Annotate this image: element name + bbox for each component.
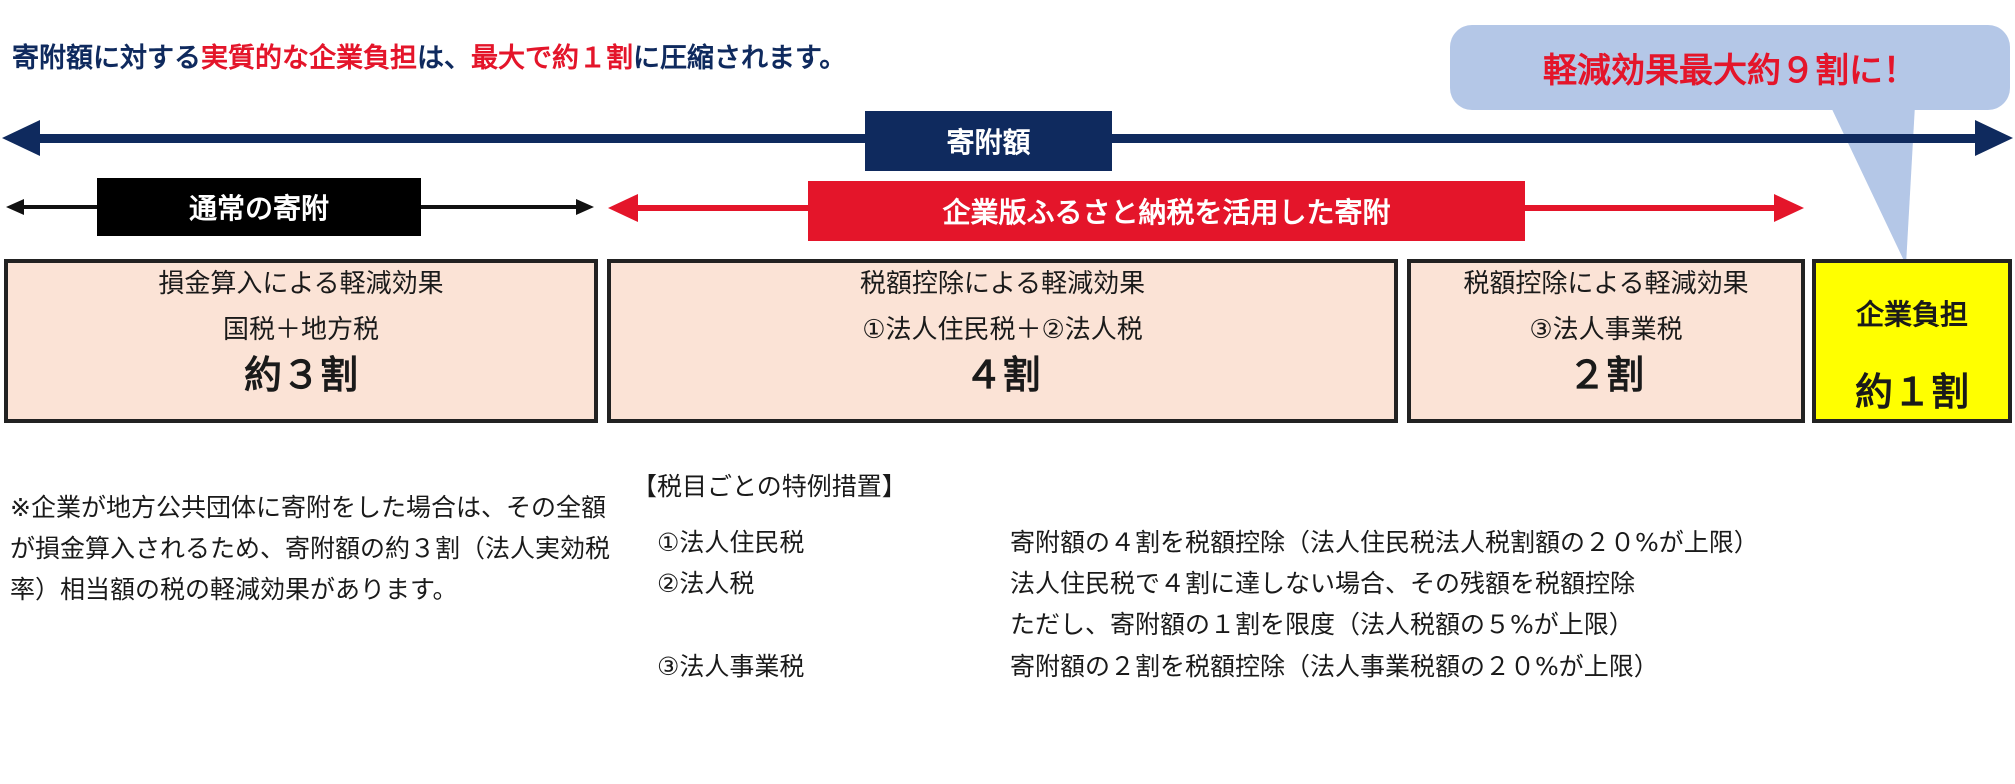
- box-3-value: ２割: [1567, 353, 1644, 397]
- box-1-line2: 国税＋地方税: [222, 315, 379, 345]
- box-tax-credit-3: 税額控除による軽減効果 ③法人事業税 ２割: [1407, 259, 1805, 423]
- box-2-line2: ①法人住民税＋②法人税: [862, 315, 1143, 345]
- measure-desc-2: 法人住民税で４割に達しない場合、その残額を税額控除: [1010, 569, 1636, 598]
- callout-text: 軽減効果最大約９割に！: [1543, 51, 1917, 91]
- headline-part-2: 実質的な企業負担: [201, 43, 417, 74]
- footnote: ※企業が地方公共団体に寄附をした場合は、その全額が損金算入されるため、寄附額の約…: [10, 493, 611, 604]
- burden-label: 企業負担: [1855, 298, 1968, 331]
- box-2-line1: 税額控除による軽減効果: [859, 269, 1146, 299]
- measure-desc-1: 寄附額の４割を税額控除（法人住民税法人税割額の２０%が上限）: [1010, 528, 1759, 557]
- burden-value: 約１割: [1854, 370, 1969, 414]
- box-2-value: ４割: [964, 353, 1041, 397]
- headline-part-5: に圧縮されます。: [633, 43, 847, 74]
- box-tax-credit-1-2: 税額控除による軽減効果 ①法人住民税＋②法人税 ４割: [607, 259, 1398, 423]
- donation-label: 寄附額: [865, 111, 1112, 171]
- callout-tail: [1830, 105, 1915, 265]
- measure-desc-4: 寄附額の２割を税額控除（法人事業税額の２０%が上限）: [1010, 652, 1659, 681]
- box-deduction-effect: 損金算入による軽減効果 国税＋地方税 約３割: [4, 259, 598, 423]
- measure-desc-3: ただし、寄附額の１割を限度（法人税額の５%が上限）: [1010, 610, 1634, 639]
- measures-heading: 【税目ごとの特例措置】: [632, 472, 907, 501]
- box-1-value: 約３割: [243, 353, 358, 397]
- box-1-line1: 損金算入による軽減効果: [158, 269, 444, 299]
- furusato-donation-label: 企業版ふるさと納税を活用した寄附: [808, 181, 1525, 241]
- headline-part-4: 最大で約１割: [471, 43, 633, 74]
- headline-part-1: 寄附額に対する: [12, 43, 201, 74]
- headline: 寄附額に対する実質的な企業負担は、最大で約１割に圧縮されます。: [12, 36, 846, 75]
- normal-donation-label: 通常の寄附: [97, 178, 421, 236]
- measure-tax-1: ①法人住民税: [657, 528, 805, 557]
- box-3-line2: ③法人事業税: [1529, 315, 1683, 345]
- box-company-burden: 企業負担 約１割: [1812, 259, 2012, 423]
- callout-bubble: [1450, 25, 2010, 110]
- measure-tax-2: ②法人税: [657, 569, 755, 598]
- measure-tax-4: ③法人事業税: [657, 652, 805, 681]
- box-3-line1: 税額控除による軽減効果: [1463, 269, 1749, 299]
- headline-part-3: は、: [417, 43, 471, 74]
